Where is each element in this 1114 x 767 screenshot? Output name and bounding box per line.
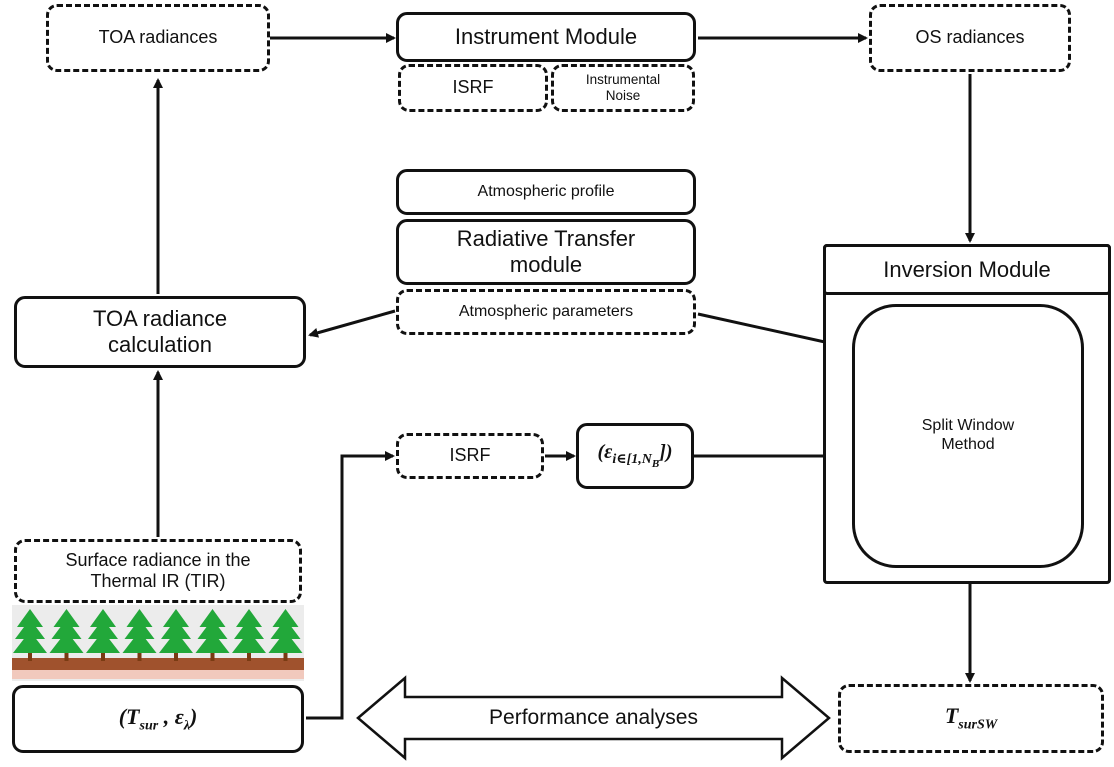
atmospheric-profile-box: Atmospheric profile xyxy=(396,169,696,215)
inversion-module-header: Inversion Module xyxy=(823,244,1111,295)
tree-crown xyxy=(122,631,157,653)
tree-trunk xyxy=(210,649,215,661)
os-radiances-label: OS radiances xyxy=(915,27,1025,48)
tree-trunk xyxy=(28,649,32,661)
tree-crown xyxy=(17,609,43,627)
tree-trunk xyxy=(64,649,69,661)
tree-crown xyxy=(13,631,47,653)
tree-crown xyxy=(236,609,262,627)
instrumental-noise-label: Instrumental Noise xyxy=(585,72,661,103)
atmospheric-parameters-label: Atmospheric parameters xyxy=(458,302,634,320)
tree-trunk xyxy=(101,649,105,661)
tree-crown xyxy=(199,609,226,627)
instrument-module-box: Instrument Module xyxy=(396,12,696,62)
tree-crown xyxy=(124,619,155,639)
tree-crown xyxy=(270,619,301,639)
tree-trunk xyxy=(174,649,178,661)
toa-radiance-calculation-label: TOA radiance calculation xyxy=(92,306,228,357)
atmospheric-parameters-box: Atmospheric parameters xyxy=(396,289,696,335)
tree-crown xyxy=(268,631,303,653)
emissivity-box: (εi∈[1,NB]) xyxy=(576,423,694,489)
toa-radiances-box: TOA radiances xyxy=(46,4,270,72)
tree-trunk xyxy=(283,649,288,661)
tree-crown xyxy=(234,619,264,639)
tree-trunk xyxy=(247,649,251,661)
tree-crown xyxy=(161,619,191,639)
isrf-bottom-label: ISRF xyxy=(449,445,491,466)
isrf-bottom-box: ISRF xyxy=(396,433,544,479)
isrf-top-label: ISRF xyxy=(452,77,494,98)
tree-crown xyxy=(197,619,228,639)
tsursw-box: TsurSW xyxy=(838,684,1104,753)
forest-icon xyxy=(12,605,304,681)
tree-crown xyxy=(195,631,230,653)
tree-crown xyxy=(49,631,84,653)
emissivity-expression: (εi∈[1,NB]) xyxy=(597,441,673,470)
arrow-tsur-to-isrf xyxy=(306,451,395,720)
toa-radiance-calculation-box: TOA radiance calculation xyxy=(14,296,306,368)
tree-crown xyxy=(272,609,299,627)
tsursw-expression: TsurSW xyxy=(944,703,998,733)
surface-radiance-label: Surface radiance in the Thermal IR (TIR) xyxy=(65,549,251,591)
instrument-module-label: Instrument Module xyxy=(454,24,638,50)
tree-crown xyxy=(88,619,118,639)
tree-trunk xyxy=(137,649,142,661)
atmospheric-profile-label: Atmospheric profile xyxy=(477,182,615,200)
split-window-label: Split Window Method xyxy=(921,417,1015,453)
tree-crown xyxy=(159,631,193,653)
performance-analyses-label: Performance analyses xyxy=(489,706,698,729)
arrow-atm-to-calc xyxy=(308,309,396,338)
surface-radiance-box: Surface radiance in the Thermal IR (TIR) xyxy=(14,539,302,603)
inversion-module-label: Inversion Module xyxy=(883,256,1051,282)
performance-double-arrow xyxy=(356,675,831,761)
radiative-transfer-box: Radiative Transfer module xyxy=(396,219,696,285)
tree-crown xyxy=(53,609,80,627)
instrumental-noise-box: Instrumental Noise xyxy=(551,64,695,112)
tree-crown xyxy=(51,619,82,639)
tree-crown xyxy=(126,609,153,627)
toa-radiances-label: TOA radiances xyxy=(98,27,218,48)
tree-crown xyxy=(86,631,120,653)
tsur-emissivity-expression: (Tsur , ελ) xyxy=(118,703,198,733)
split-window-box: Split Window Method xyxy=(852,304,1084,568)
os-radiances-box: OS radiances xyxy=(869,4,1071,72)
radiative-transfer-label: Radiative Transfer module xyxy=(456,226,636,277)
tsur-emissivity-box: (Tsur , ελ) xyxy=(12,685,304,753)
tree-crown xyxy=(232,631,266,653)
isrf-top-box: ISRF xyxy=(398,64,548,112)
tree-crown xyxy=(163,609,189,627)
tree-crown xyxy=(15,619,45,639)
tree-crown xyxy=(90,609,116,627)
